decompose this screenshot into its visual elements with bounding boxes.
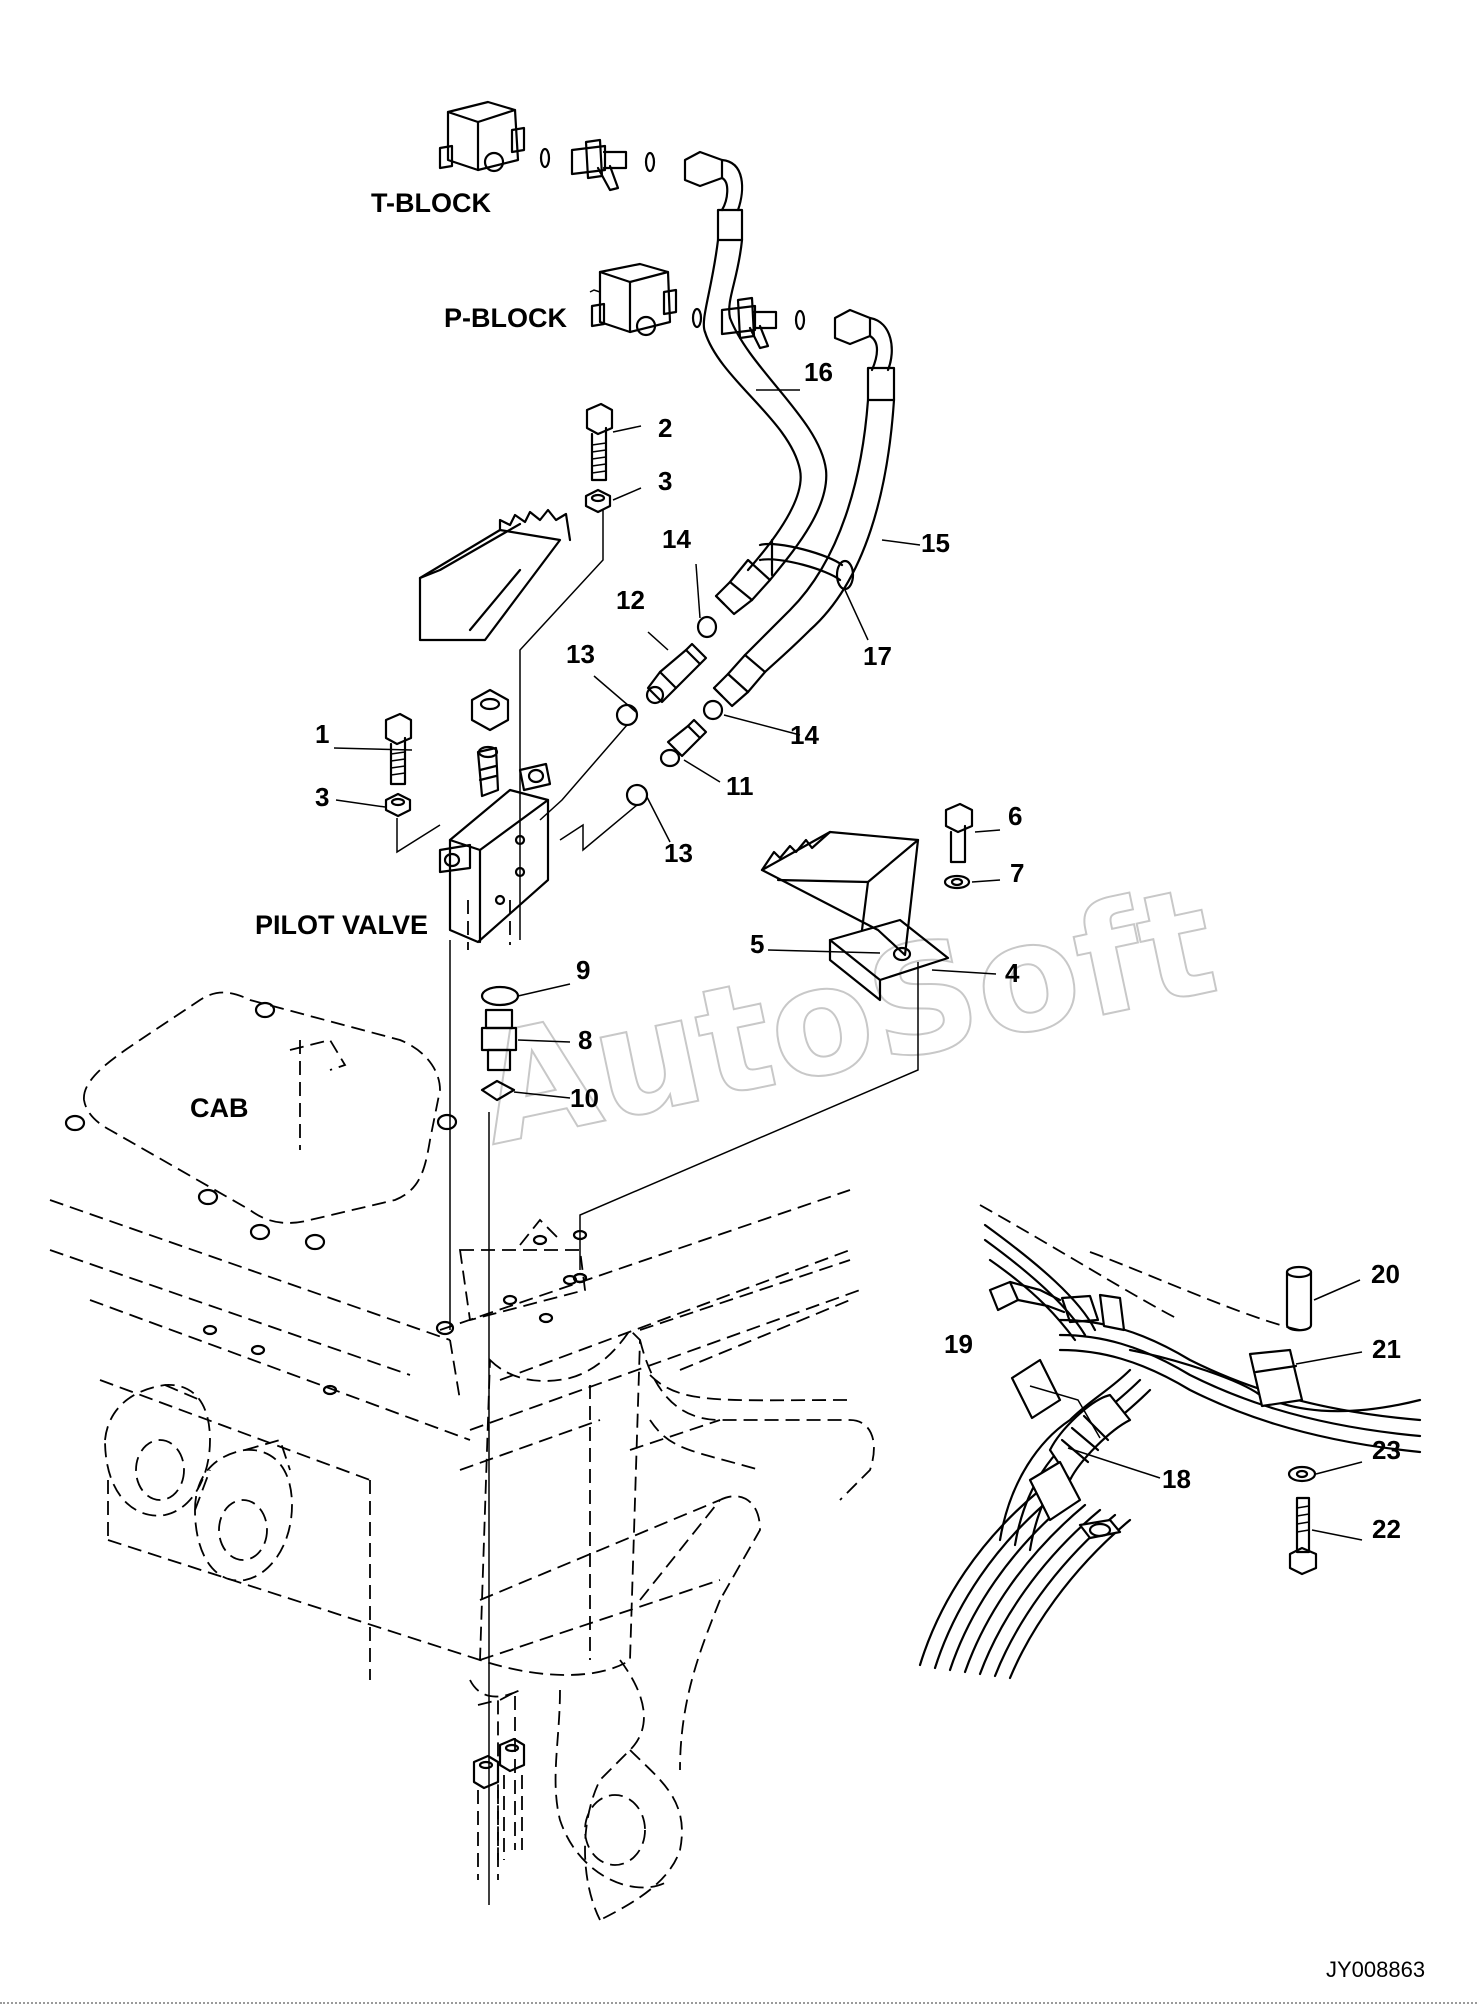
callout-19: 19 bbox=[944, 1329, 973, 1359]
p-fitting bbox=[691, 296, 806, 350]
bolt-1 bbox=[384, 712, 413, 786]
leader-lines bbox=[333, 289, 1363, 1905]
callout-14-upper: 14 bbox=[662, 524, 691, 554]
callout-17: 17 bbox=[863, 641, 892, 671]
callout-4: 4 bbox=[1005, 958, 1020, 988]
o-ring-14-lower bbox=[702, 699, 724, 721]
washer-3-upper bbox=[584, 488, 612, 514]
drawing-reference: JY008863 bbox=[1326, 1957, 1425, 1982]
bracket-5 bbox=[760, 830, 920, 957]
callout-18: 18 bbox=[1162, 1464, 1191, 1494]
clamp-17 bbox=[758, 538, 855, 591]
callout-14-lower: 14 bbox=[790, 720, 819, 750]
o-ring-14-upper bbox=[696, 615, 718, 639]
frame-boss-right bbox=[194, 1438, 293, 1582]
hose-15 bbox=[743, 398, 896, 674]
callout-1: 1 bbox=[315, 719, 329, 749]
hose-16 bbox=[702, 238, 828, 582]
p-hose-elbow bbox=[833, 308, 896, 402]
spacer-20 bbox=[1285, 1265, 1313, 1332]
gasket-10 bbox=[480, 1079, 516, 1102]
callout-23: 23 bbox=[1372, 1435, 1401, 1465]
t-hose-elbow bbox=[683, 150, 744, 242]
adapter-11 bbox=[659, 718, 708, 768]
bottom-fittings bbox=[472, 1690, 526, 1880]
callout-2: 2 bbox=[658, 413, 672, 443]
callout-15: 15 bbox=[921, 528, 950, 558]
t-block-part bbox=[438, 100, 526, 173]
bolt-6 bbox=[944, 802, 974, 864]
svg-text:AutoSoft: AutoSoft bbox=[464, 854, 1230, 1179]
washer-7 bbox=[943, 874, 971, 890]
frame-boss-left bbox=[104, 1384, 211, 1517]
hose-15-end-fitting bbox=[712, 653, 767, 708]
p-block-label: P-BLOCK bbox=[444, 303, 567, 333]
callout-16: 16 bbox=[804, 357, 833, 387]
callout-22: 22 bbox=[1372, 1514, 1401, 1544]
fitting-8 bbox=[480, 1008, 518, 1072]
main-frame bbox=[49, 1189, 861, 1698]
callout-13-lower: 13 bbox=[664, 838, 693, 868]
t-block-label: T-BLOCK bbox=[371, 188, 491, 218]
washer-23 bbox=[1287, 1465, 1317, 1483]
callout-6: 6 bbox=[1008, 801, 1022, 831]
hose-harness-detail bbox=[918, 1204, 1422, 1680]
pedal-cover bbox=[418, 508, 572, 642]
callout-3-upper: 3 bbox=[658, 466, 672, 496]
pilot-valve-label: PILOT VALVE bbox=[255, 910, 428, 940]
page-edge-rule bbox=[0, 2002, 1477, 2004]
callout-7: 7 bbox=[1010, 858, 1024, 888]
hose-16-end-fitting bbox=[714, 558, 772, 616]
pilot-valve-nut bbox=[470, 688, 510, 732]
callout-9: 9 bbox=[576, 955, 590, 985]
callout-13-upper: 13 bbox=[566, 639, 595, 669]
o-ring-13-lower bbox=[625, 783, 649, 807]
bolt-22 bbox=[1288, 1496, 1318, 1576]
callout-5: 5 bbox=[750, 929, 764, 959]
callout-21: 21 bbox=[1372, 1334, 1401, 1364]
callout-10: 10 bbox=[570, 1083, 599, 1113]
plate-4 bbox=[828, 918, 950, 1002]
frame-column bbox=[479, 1328, 875, 1921]
p-block-part bbox=[590, 262, 678, 337]
callout-3-lower: 3 bbox=[315, 782, 329, 812]
t-fitting bbox=[539, 138, 656, 192]
cab-floor-outline bbox=[64, 991, 458, 1251]
callout-20: 20 bbox=[1371, 1259, 1400, 1289]
adapter-12 bbox=[645, 642, 708, 705]
callouts: 1 2 3 3 4 5 6 7 8 9 10 11 12 13 13 14 14… bbox=[315, 357, 1401, 1544]
pilot-valve-body bbox=[438, 745, 552, 950]
callout-12: 12 bbox=[616, 585, 645, 615]
watermark: AutoSoft bbox=[463, 853, 1231, 1180]
washer-3-lower bbox=[384, 792, 412, 818]
cab-label: CAB bbox=[190, 1093, 249, 1123]
callout-8: 8 bbox=[578, 1025, 592, 1055]
bolt-2 bbox=[585, 402, 614, 482]
callout-11: 11 bbox=[726, 771, 754, 801]
o-ring-13-upper bbox=[615, 703, 639, 727]
